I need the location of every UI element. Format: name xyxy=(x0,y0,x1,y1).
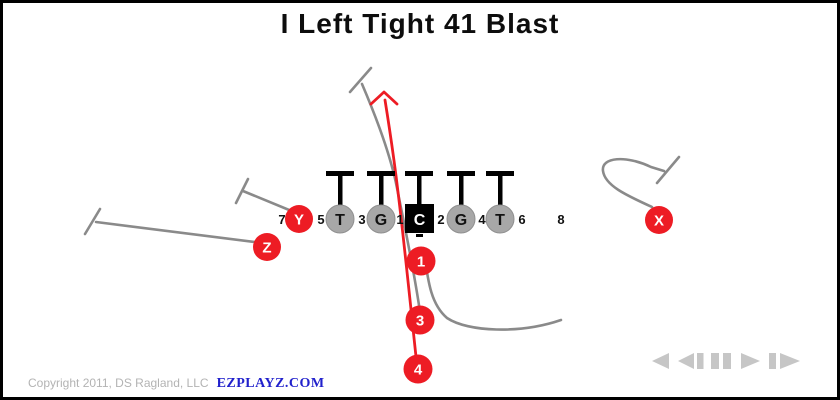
player-label: 3 xyxy=(416,313,424,330)
player-z-receiver: Z xyxy=(253,233,281,261)
player-label: 4 xyxy=(414,362,423,379)
gap-number: 5 xyxy=(317,212,324,227)
play-title: I Left Tight 41 Blast xyxy=(280,8,560,39)
player-label: 1 xyxy=(417,254,425,271)
defender-mark xyxy=(486,171,514,206)
player-y-receiver: Y xyxy=(285,205,313,233)
player-label: T xyxy=(495,212,505,229)
brand-link[interactable]: EZPLAYZ.COM xyxy=(216,376,325,391)
gap-number: 3 xyxy=(358,212,365,227)
player-label: Z xyxy=(262,240,271,257)
gap-number: 8 xyxy=(557,212,564,227)
copyright-text: Copyright 2011, DS Ragland, LLC xyxy=(28,376,209,390)
gap-number: 7 xyxy=(278,212,285,227)
defender-mark xyxy=(367,171,395,206)
gap-numbers: 7 5 3 1 2 4 6 8 xyxy=(278,212,564,227)
player-label: C xyxy=(414,212,426,229)
gap-number: 2 xyxy=(437,212,444,227)
play-icon xyxy=(741,353,760,369)
player-x-receiver: X xyxy=(645,206,673,234)
player-quarterback: 1 xyxy=(406,246,436,276)
step-back-icon xyxy=(678,353,704,369)
footer: Copyright 2011, DS Ragland, LLC EZPLAYZ.C… xyxy=(28,376,325,392)
offensive-line: T G C G T xyxy=(325,204,515,237)
player-label: T xyxy=(335,212,345,229)
routes-layer xyxy=(83,66,681,368)
gap-number: 1 xyxy=(396,212,403,227)
skill-players: Y Z X 1 3 4 xyxy=(253,205,673,384)
rewind-button[interactable] xyxy=(650,352,670,370)
tailback-run-arrowhead xyxy=(369,90,399,106)
player-right-guard: G xyxy=(446,204,476,234)
defender-mark xyxy=(405,171,433,206)
player-label: Y xyxy=(294,212,304,229)
player-label: X xyxy=(654,213,664,230)
player-label: G xyxy=(455,212,467,229)
player-left-tackle: T xyxy=(325,204,355,234)
x-curl-block-route xyxy=(601,155,681,209)
player-right-tackle: T xyxy=(485,204,515,234)
qb-bootleg-route xyxy=(422,248,563,331)
gap-number: 6 xyxy=(518,212,525,227)
player-fullback: 3 xyxy=(405,305,435,335)
snap-mark xyxy=(416,234,423,237)
player-center: C xyxy=(405,204,434,237)
step-back-button[interactable] xyxy=(677,352,704,370)
y-block-route xyxy=(234,177,296,214)
gap-number: 4 xyxy=(478,212,486,227)
pause-icon xyxy=(711,353,731,369)
playback-controls xyxy=(650,352,802,370)
z-block-route xyxy=(83,207,264,245)
play-button[interactable] xyxy=(739,352,762,370)
step-forward-icon xyxy=(769,353,800,369)
step-forward-button[interactable] xyxy=(769,352,802,370)
defender-mark xyxy=(447,171,475,206)
player-tailback: 4 xyxy=(403,354,433,384)
rewind-icon xyxy=(652,353,669,369)
defender-marks xyxy=(326,171,514,206)
defender-mark xyxy=(326,171,354,206)
player-label: G xyxy=(375,212,387,229)
player-left-guard: G xyxy=(366,204,396,234)
pause-button[interactable] xyxy=(711,352,732,370)
